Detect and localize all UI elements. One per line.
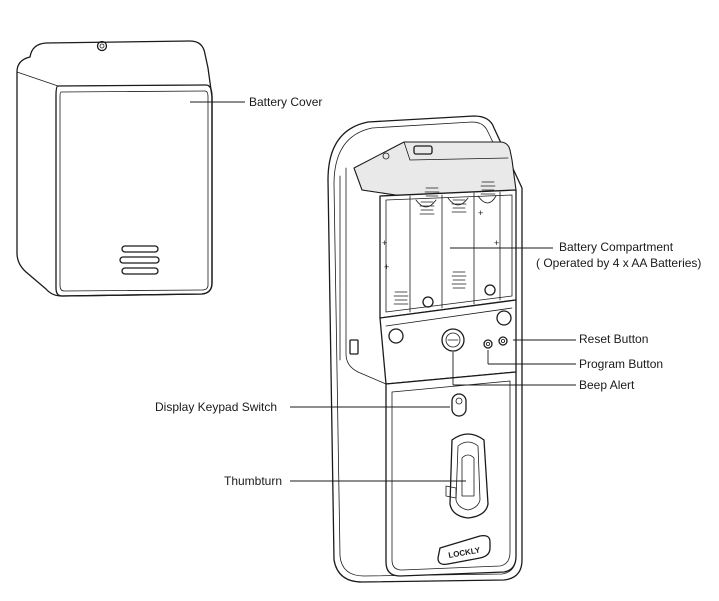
lock-body: + + + + LO (327, 115, 523, 583)
label-reset-button: Reset Button (579, 332, 649, 346)
svg-text:+: + (384, 262, 389, 272)
leader-lines (190, 101, 576, 482)
beep-alert-speaker (441, 328, 465, 352)
display-keypad-switch (451, 393, 467, 417)
thumbturn (445, 433, 489, 519)
battery-cover (16, 40, 213, 297)
label-thumbturn: Thumbturn (224, 474, 283, 488)
program-button-dot (483, 339, 493, 349)
label-program-button: Program Button (579, 357, 664, 371)
svg-text:+: + (494, 238, 499, 248)
battery-springs-top (419, 181, 496, 215)
label-battery-compartment-note: ( Operated by 4 x AA Batteries) (536, 256, 702, 270)
label-beep-alert: Beep Alert (579, 378, 635, 392)
label-display-keypad-switch: Display Keypad Switch (155, 400, 278, 414)
label-battery-compartment: Battery Compartment (559, 240, 674, 254)
label-battery-cover: Battery Cover (249, 95, 323, 109)
svg-text:+: + (478, 208, 483, 218)
reset-button-dot (498, 336, 508, 346)
battery-springs-bottom (393, 271, 496, 308)
svg-text:+: + (382, 238, 387, 248)
